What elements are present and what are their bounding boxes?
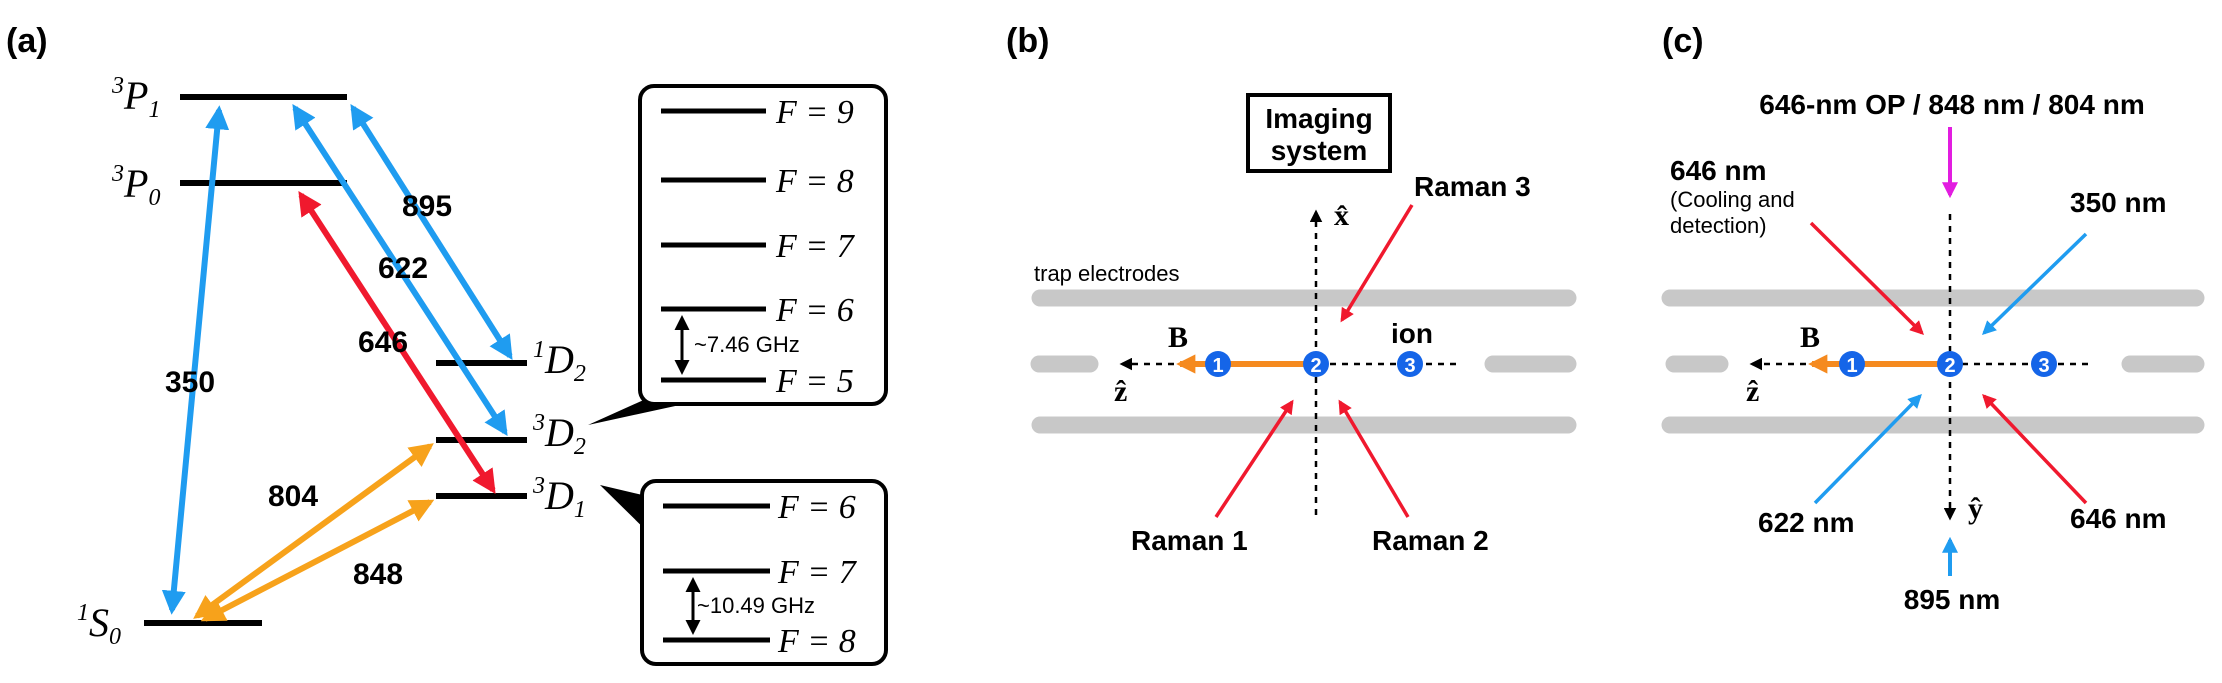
- d1-f7-label: F = 7: [777, 554, 858, 591]
- label-1D2: 1D2: [533, 337, 586, 387]
- ion-1: 1: [1839, 351, 1865, 377]
- beam-646-lower-label: 646 nm: [2070, 503, 2167, 534]
- beam-350: [1981, 232, 2088, 335]
- transition-350: [161, 105, 230, 615]
- label-848: 848: [353, 558, 403, 591]
- label-622: 622: [378, 252, 428, 285]
- beam-622: [1813, 394, 1922, 505]
- b-field-label: B: [1800, 321, 1820, 354]
- ion-1: 1: [1205, 351, 1231, 377]
- op-beam-label: 646-nm OP / 848 nm / 804 nm: [1759, 89, 2144, 120]
- label-3P1: 3P1: [111, 73, 160, 123]
- raman-3-label: Raman 3: [1414, 171, 1531, 202]
- beam-350-label: 350 nm: [2070, 187, 2167, 218]
- label-3P0: 3P0: [111, 161, 160, 211]
- d2-f8-label: F = 8: [775, 163, 854, 200]
- d1-f6-label: F = 6: [777, 489, 856, 526]
- d2-f9-label: F = 9: [775, 94, 854, 131]
- ion-2-number: 2: [1944, 355, 1955, 377]
- panel-b-label: (b): [1006, 22, 1049, 60]
- ion-1-number: 1: [1846, 355, 1857, 377]
- cooling-646-label: 646 nm: [1670, 155, 1767, 186]
- raman-2-label: Raman 2: [1372, 525, 1489, 556]
- trap-electrodes-label: trap electrodes: [1034, 261, 1180, 286]
- raman-3-beam: [1340, 204, 1414, 323]
- panel-b: (b) Imaging system trap electrodes x̂ ẑ …: [1006, 22, 1577, 556]
- imaging-system-line2: system: [1271, 135, 1368, 166]
- d2-f5-label: F = 5: [775, 363, 854, 400]
- beam-646-lower: [1982, 393, 2088, 505]
- d1-hyperfine-box: F = 6 F = 7 F = 8 ~10.49 GHz: [600, 479, 888, 666]
- transition-848: [200, 499, 435, 622]
- ion-label: ion: [1391, 318, 1433, 349]
- d2-hyperfine-box: F = 9 F = 8 F = 7 F = 6 F = 5 ~7.46 GHz: [588, 84, 888, 425]
- label-804: 804: [268, 480, 318, 513]
- raman-1-beam: [1214, 399, 1294, 518]
- label-1S0: 1S0: [77, 600, 121, 650]
- z-axis-label: ẑ: [1746, 375, 1759, 408]
- label-350: 350: [165, 366, 215, 399]
- panel-a: (a) 3P1 3P0 1S0 1D2 3D2 3D1 350 646 622 …: [6, 22, 888, 666]
- cooling-646-sub2: detection): [1670, 213, 1767, 238]
- d2-f6-label: F = 6: [775, 292, 854, 329]
- ion-3-number: 3: [1404, 355, 1415, 377]
- ion-2: 2: [1937, 351, 1963, 377]
- label-895: 895: [402, 190, 452, 223]
- x-axis-label: x̂: [1334, 199, 1349, 232]
- cooling-646-beam: [1809, 221, 1924, 335]
- label-646: 646: [358, 326, 408, 359]
- panel-c-label: (c): [1662, 22, 1704, 60]
- panel-c: (c) ŷ ẑ B 1 2 3 646-nm OP / 848 nm / 804: [1661, 22, 2205, 615]
- d1-f8-label: F = 8: [777, 623, 856, 660]
- beam-895-label: 895 nm: [1904, 584, 2001, 615]
- raman-2-beam: [1338, 399, 1410, 518]
- raman-1-label: Raman 1: [1131, 525, 1248, 556]
- ion-2-number: 2: [1310, 355, 1321, 377]
- b-field-label: B: [1168, 321, 1188, 354]
- panel-a-label: (a): [6, 22, 48, 60]
- z-axis-label: ẑ: [1114, 375, 1127, 408]
- ion-3: 3: [2031, 351, 2057, 377]
- cooling-646-sub1: (Cooling and: [1670, 187, 1795, 212]
- label-3D2: 3D2: [532, 410, 586, 460]
- y-axis-label: ŷ: [1968, 492, 1983, 525]
- d2-f7-label: F = 7: [775, 228, 856, 265]
- label-3D1: 3D1: [532, 473, 586, 523]
- d2-splitting-label: ~7.46 GHz: [694, 332, 800, 357]
- beam-622-label: 622 nm: [1758, 507, 1855, 538]
- d1-splitting-label: ~10.49 GHz: [697, 593, 815, 618]
- ion-1-number: 1: [1212, 355, 1223, 377]
- imaging-system-line1: Imaging: [1265, 103, 1372, 134]
- imaging-system-box: [1246, 93, 1392, 173]
- ion-3: 3: [1397, 351, 1423, 377]
- ion-3-number: 3: [2038, 355, 2049, 377]
- ion-2: 2: [1303, 351, 1329, 377]
- transition-895: [350, 103, 513, 361]
